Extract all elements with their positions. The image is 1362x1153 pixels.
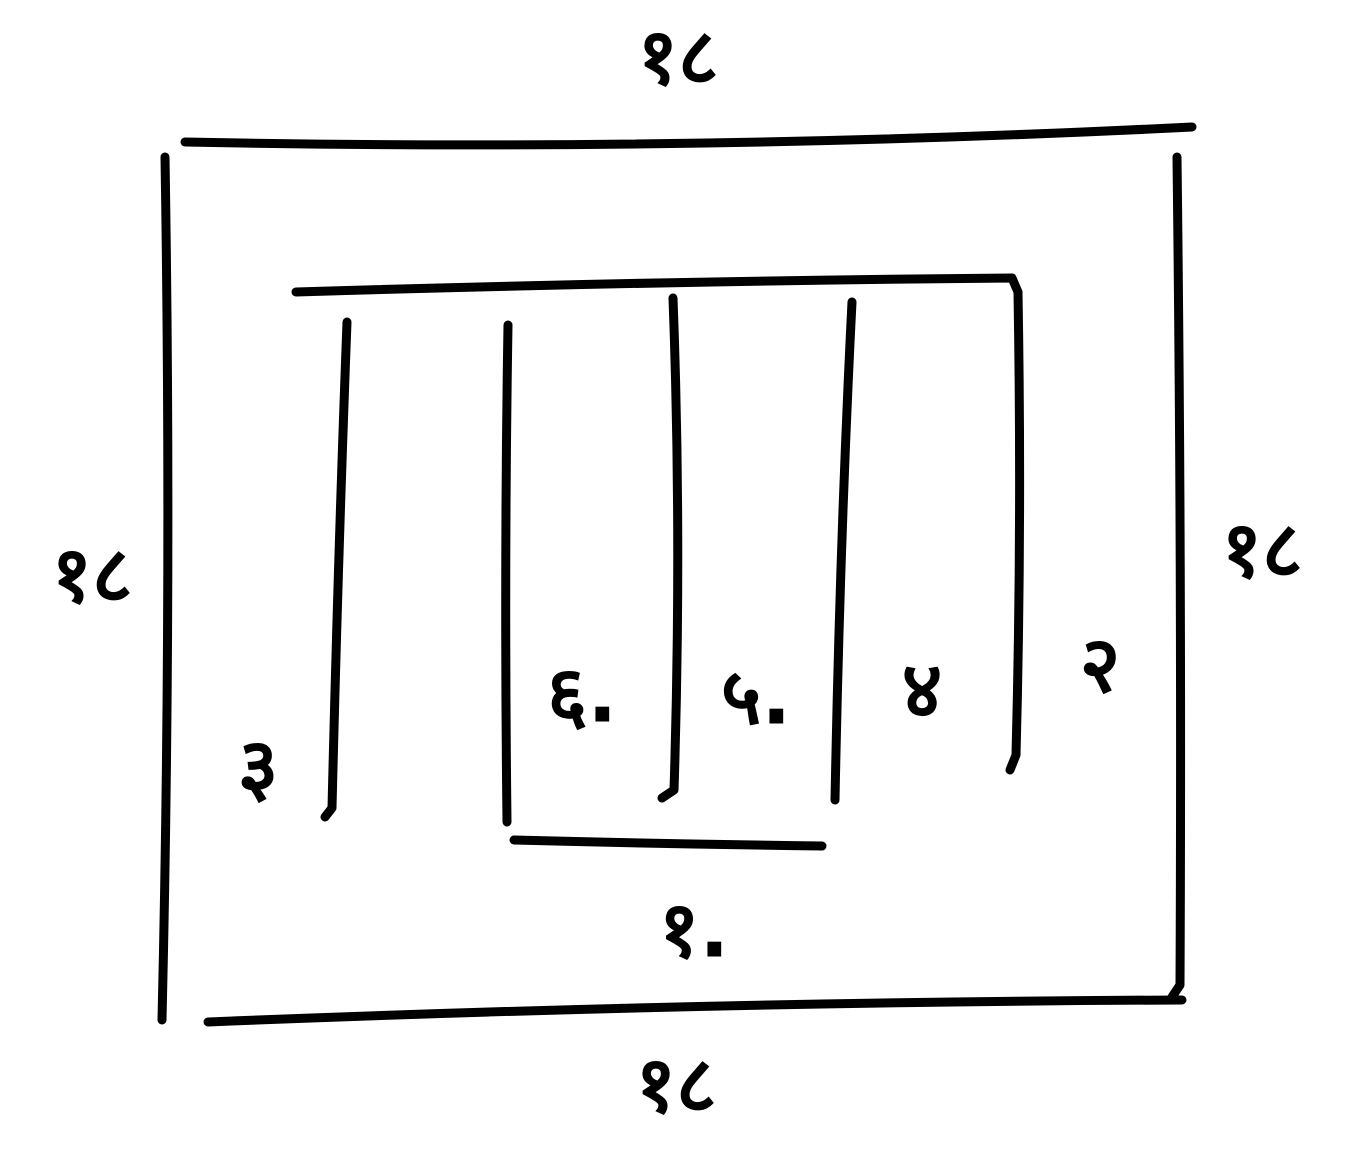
wall-left-inner xyxy=(501,320,513,827)
outer-square xyxy=(157,122,1197,1027)
inner-maze xyxy=(291,273,1025,851)
label-outer-right: १८ xyxy=(1221,505,1302,595)
label-inner-2: २ xyxy=(1080,620,1121,710)
label-outer-bottom: १८ xyxy=(635,1040,716,1130)
inner-right-line xyxy=(1005,287,1025,775)
label-inner-4: ४ xyxy=(902,645,943,735)
label-inner-6: ६. xyxy=(547,650,617,740)
label-inner-1: १. xyxy=(659,885,729,975)
label-inner-3: ३ xyxy=(238,722,279,812)
outer-right-line xyxy=(1167,152,1186,1002)
inner-top-line xyxy=(291,273,1023,297)
label-outer-left: १८ xyxy=(51,530,132,620)
wall-right-inner xyxy=(830,297,857,805)
outer-bottom-line xyxy=(203,995,1187,1027)
label-outer-top: १८ xyxy=(637,12,718,102)
inner-bottom-line xyxy=(509,835,827,851)
wall-middle xyxy=(657,293,683,803)
label-inner-5: ५. xyxy=(721,652,791,742)
outer-left-line xyxy=(157,152,173,1025)
wall-left-outer xyxy=(320,317,352,822)
outer-top-line xyxy=(180,122,1197,150)
